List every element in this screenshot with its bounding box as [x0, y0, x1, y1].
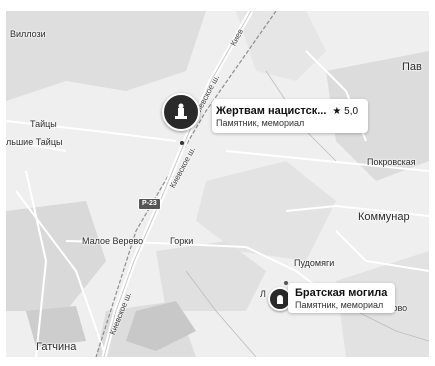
- place-label-pokrovskaya: Покровская: [367, 157, 416, 167]
- place-label-maloe-verevo: Малое Верево: [82, 236, 144, 246]
- place-label-pav: Пав: [402, 61, 422, 73]
- place-label-gatchina: Гатчина: [36, 341, 77, 353]
- place-label-bolshie-taitsy: льшие Тайцы: [6, 137, 63, 147]
- poi-card-grave[interactable]: Братская могила Памятник, мемориал: [288, 283, 396, 313]
- poi-category: Памятник, мемориал: [216, 117, 305, 128]
- road: [15, 190, 107, 357]
- place-label-pudomyagi: Пудомяги: [294, 258, 335, 268]
- map-view[interactable]: Виллози Пав Тайцы льшие Тайцы Покровская…: [6, 11, 429, 357]
- road: [335, 230, 429, 272]
- map-marker: [284, 281, 288, 285]
- road: [25, 170, 48, 357]
- poi-rating: ★ 5,0: [332, 105, 359, 117]
- poi-text: Жертвам нацистск... ★ 5,0 Памятник, мемо…: [216, 105, 358, 128]
- poi-title: Братская могила: [295, 286, 388, 299]
- poi-category: Памятник, мемориал: [295, 299, 384, 310]
- road-shield-p23: Р-23: [138, 198, 161, 210]
- water-body: [126, 301, 196, 351]
- road: [6, 120, 177, 142]
- road: [65, 240, 247, 248]
- place-label-gorki: Горки: [170, 236, 194, 246]
- place-label-l: Л: [260, 289, 266, 299]
- place-label-villozi: Виллози: [10, 29, 46, 39]
- forest-area: [6, 11, 206, 101]
- poi-title: Жертвам нацистск...: [216, 104, 327, 117]
- road: [185, 270, 257, 357]
- road: [285, 204, 429, 217]
- grave-icon: [277, 295, 283, 304]
- monument-icon: [175, 103, 187, 119]
- forest-area: [236, 11, 326, 81]
- road: [355, 310, 429, 342]
- road: [6, 140, 67, 152]
- place-label-kommunar: Коммунар: [358, 211, 410, 223]
- poi-title-row: Жертвам нацистск... ★ 5,0: [216, 105, 358, 117]
- forest-area: [156, 241, 266, 311]
- poi-text: Братская могила Памятник, мемориал: [291, 287, 387, 310]
- place-label-taitsy: Тайцы: [30, 119, 57, 129]
- forest-area: [196, 161, 336, 261]
- location-dot: [180, 141, 184, 145]
- poi-card-memorial[interactable]: Жертвам нацистск... ★ 5,0 Памятник, мемо…: [212, 99, 369, 133]
- railway: [95, 11, 277, 357]
- highway-road: [103, 11, 252, 357]
- monument-pin[interactable]: [162, 93, 200, 131]
- road: [225, 150, 429, 172]
- forest-area: [6, 201, 106, 311]
- forest-area: [326, 51, 429, 181]
